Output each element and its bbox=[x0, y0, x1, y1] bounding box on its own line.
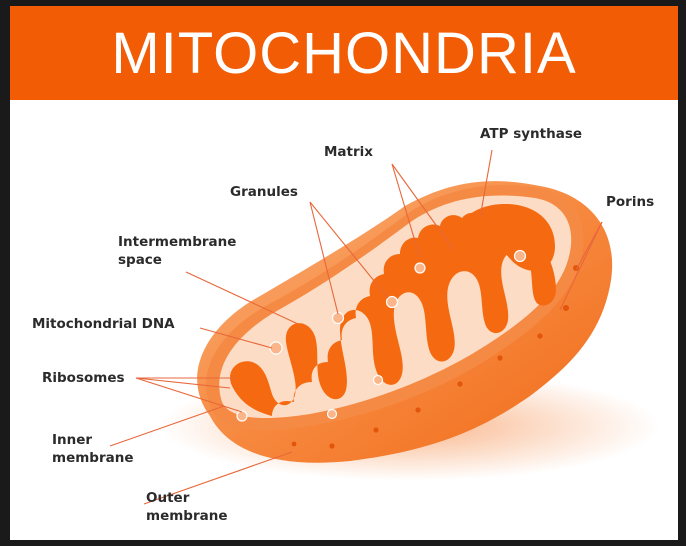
label-inner-membrane-line2: membrane bbox=[52, 450, 134, 466]
label-intermembrane-line2: space bbox=[118, 252, 162, 268]
figure-frame: MITOCHONDRIA bbox=[10, 6, 678, 540]
label-outer-membrane-line2: membrane bbox=[146, 508, 228, 524]
label-porins: Porins bbox=[606, 194, 654, 210]
label-matrix: Matrix bbox=[324, 144, 373, 160]
label-granules: Granules bbox=[230, 184, 298, 200]
label-mitochondrial-dna: Mitochondrial DNA bbox=[32, 316, 175, 332]
label-outer-membrane-line1: Outer bbox=[146, 490, 190, 506]
label-ribosomes: Ribosomes bbox=[42, 370, 125, 386]
label-atp-synthase: ATP synthase bbox=[480, 126, 582, 142]
label-inner-membrane-line1: Inner bbox=[52, 432, 92, 448]
label-intermembrane-line1: Intermembrane bbox=[118, 234, 236, 250]
mitochondrion-diagram: ATP synthase Matrix Porins Granules Inte… bbox=[10, 6, 678, 540]
